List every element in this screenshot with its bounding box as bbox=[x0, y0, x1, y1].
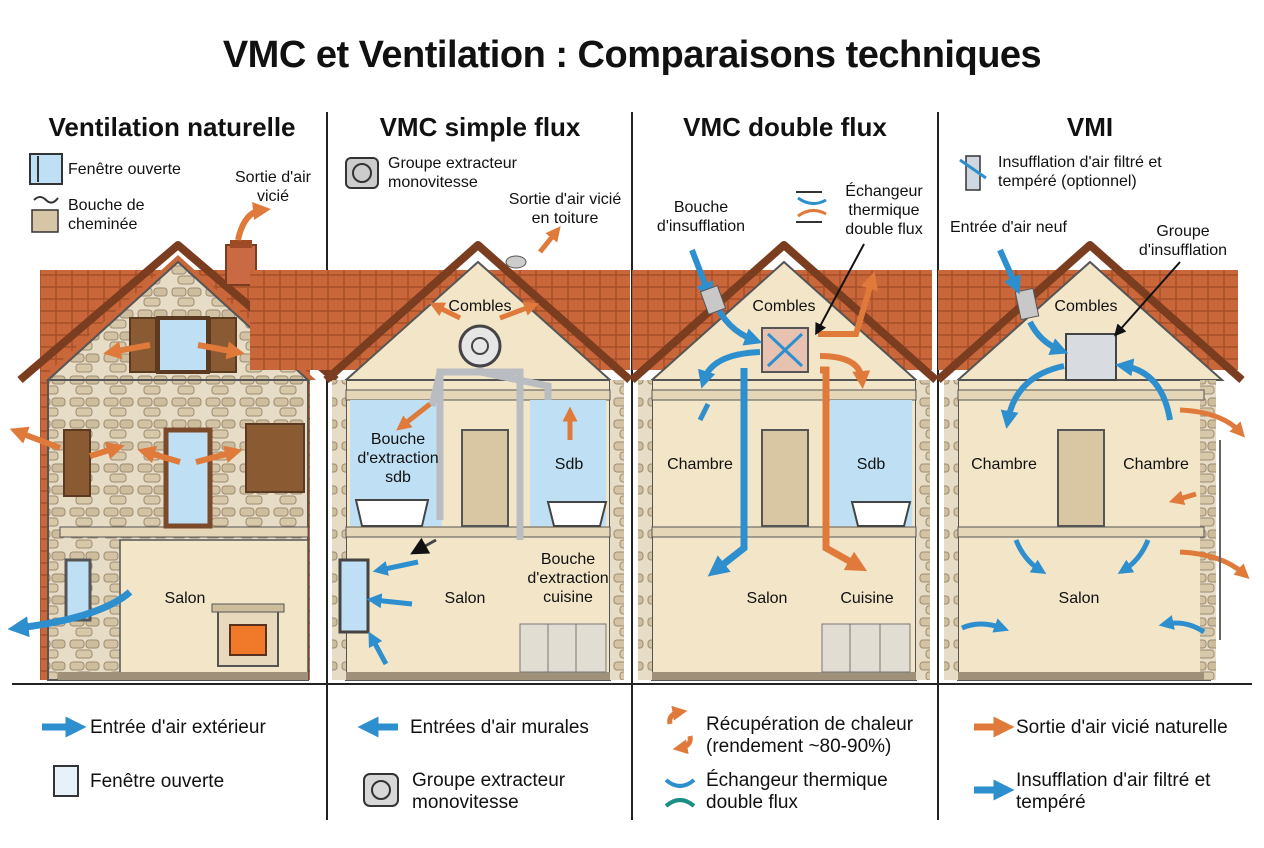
room-label-salon: Salon bbox=[164, 590, 206, 607]
panel-divider bbox=[937, 112, 939, 820]
legend-window-label: Fenêtre ouverte bbox=[68, 161, 181, 178]
top-legend-icons bbox=[29, 153, 987, 233]
chimney-vent-icon bbox=[31, 209, 59, 233]
panel-divider bbox=[631, 112, 633, 820]
legend-filter-label: Insufflation d'air filtré et tempéré (op… bbox=[998, 154, 1162, 190]
house-simple-flux bbox=[250, 226, 633, 681]
window-icon bbox=[29, 153, 63, 185]
panel-divider bbox=[326, 112, 328, 820]
callout-insufflation-unit: Groupe d'insufflation bbox=[1138, 223, 1228, 259]
callout-insufflation-vent: Bouche d'insufflation bbox=[656, 199, 746, 235]
room-label-sdb: Sdb bbox=[554, 456, 584, 473]
room-label-salon: Salon bbox=[444, 590, 486, 607]
legend-filtered-insufflation: Insufflation d'air filtré et tempéré bbox=[1016, 770, 1211, 813]
window-icon bbox=[53, 765, 79, 797]
legend-exterior-air-inlet: Entrée d'air extérieur bbox=[90, 717, 266, 738]
legend-open-window: Fenêtre ouverte bbox=[90, 771, 225, 792]
panel-title-vmi: VMI bbox=[1066, 112, 1114, 142]
legend-extractor-unit: Groupe extracteur monovitesse bbox=[412, 770, 566, 813]
legend-exchanger-label: Échangeur thermique double flux bbox=[845, 183, 923, 238]
legend-heat-exchanger: Échangeur thermique double flux bbox=[706, 770, 888, 813]
house-double-flux bbox=[629, 241, 939, 681]
filter-icon bbox=[959, 155, 987, 191]
heat-exchanger-icon bbox=[664, 778, 696, 808]
legend-wall-air-inlets: Entrées d'air murales bbox=[410, 717, 589, 738]
room-label-combles: Combles bbox=[448, 298, 512, 315]
house-natural bbox=[7, 202, 339, 681]
callout-bathroom-extract: Bouche d'extraction sdb bbox=[357, 431, 439, 486]
fan-icon bbox=[363, 773, 399, 807]
room-label-chambre: Chambre bbox=[1123, 456, 1189, 473]
legend-natural-stale-exit: Sortie d'air vicié naturelle bbox=[1016, 717, 1228, 738]
callout-kitchen-extract: Bouche d'extraction cuisine bbox=[527, 551, 609, 606]
room-label-sdb: Sdb bbox=[856, 456, 886, 473]
panel-title-double-flux: VMC double flux bbox=[683, 112, 887, 142]
heat-recovery-icon bbox=[667, 705, 693, 755]
page-title: VMC et Ventilation : Comparaisons techni… bbox=[222, 34, 1042, 76]
heat-exchanger-icon bbox=[796, 191, 827, 223]
fan-icon bbox=[345, 157, 379, 189]
panel-title-simple-flux: VMC simple flux bbox=[379, 112, 581, 142]
legend-chimney-label: Bouche de cheminée bbox=[68, 197, 145, 233]
room-label-combles: Combles bbox=[1054, 298, 1118, 315]
bottom-legend-icons bbox=[42, 705, 1015, 808]
room-label-cuisine: Cuisine bbox=[840, 590, 894, 607]
room-label-chambre: Chambre bbox=[971, 456, 1037, 473]
legend-fan-label: Groupe extracteur monovitesse bbox=[388, 155, 517, 191]
room-label-salon: Salon bbox=[746, 590, 788, 607]
room-label-chambre: Chambre bbox=[667, 456, 733, 473]
house-vmi bbox=[935, 241, 1250, 681]
callout-fresh-air-inlet: Entrée d'air neuf bbox=[950, 219, 1067, 236]
panel-title-natural: Ventilation naturelle bbox=[48, 112, 296, 142]
room-label-combles: Combles bbox=[752, 298, 816, 315]
callout-stale-air-exit: Sortie d'air vicié bbox=[235, 169, 311, 205]
room-label-salon: Salon bbox=[1058, 590, 1100, 607]
legend-heat-recovery: Récupération de chaleur (rendement ~80-9… bbox=[706, 714, 914, 757]
callout-roof-exit: Sortie d'air vicié en toiture bbox=[508, 191, 622, 227]
